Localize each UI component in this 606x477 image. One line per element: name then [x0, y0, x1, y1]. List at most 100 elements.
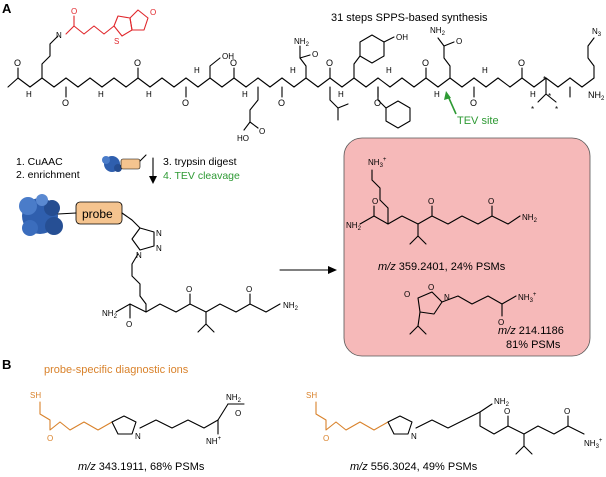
svg-text:O: O — [246, 285, 252, 294]
svg-text:NH3+: NH3+ — [518, 292, 537, 304]
diagnostic-ion-1: SH O N NH2 NH+ O — [30, 391, 245, 446]
oxygen-atom: O — [62, 98, 69, 108]
svg-text:NH2: NH2 — [294, 37, 310, 48]
svg-text:N: N — [156, 229, 162, 238]
probe-tag-icon — [120, 158, 141, 170]
oxygen-atom: O — [278, 98, 285, 108]
oxygen-atom: O — [422, 58, 429, 68]
step-4-label: 4. TEV cleavage — [163, 170, 240, 182]
leucine-sidechain — [329, 86, 349, 121]
lysine-biotin-sidechain: N O S O — [41, 7, 156, 79]
section-b-title: probe-specific diagnostic ions — [44, 364, 189, 376]
svg-text:O: O — [312, 50, 318, 59]
svg-text:NH2: NH2 — [346, 221, 362, 232]
valine-sidechain: * * * * — [531, 75, 558, 114]
protein-probe-conjugate: probe — [19, 194, 141, 236]
fragment-2-psm-label: 81% PSMs — [506, 339, 561, 351]
oxygen-atom: O — [470, 98, 477, 108]
svg-text:O: O — [488, 197, 494, 206]
fragment-1-mass-label: m/z 359.2401, 24% PSMs — [378, 261, 506, 273]
amide-h-label: H — [26, 90, 32, 99]
threonine-sidechain: OH — [209, 52, 234, 79]
svg-text:O: O — [564, 407, 570, 416]
oxygen-atom: O — [326, 58, 333, 68]
svg-text:N3: N3 — [592, 27, 602, 38]
svg-text:*: * — [531, 105, 534, 114]
svg-text:O: O — [150, 8, 156, 17]
amide-h-label: H — [482, 66, 488, 75]
phenylalanine-sidechain — [377, 86, 411, 129]
svg-text:O: O — [323, 434, 329, 443]
sulfur-atom: S — [114, 37, 119, 46]
tyrosine-sidechain: OH — [353, 33, 408, 79]
c-terminal-nh2: NH2 — [588, 90, 605, 102]
tev-arrow-shaft — [447, 95, 457, 115]
ion-1-mass-label: m/z 343.1911, 68% PSMs — [78, 461, 205, 473]
amide-h-label: H — [290, 66, 296, 75]
amide-h-label: H — [386, 66, 392, 75]
svg-text:N: N — [136, 251, 142, 260]
svg-text:N: N — [411, 432, 417, 441]
amide-h-label: H — [98, 90, 104, 99]
synthesis-title: 31 steps SPPS-based synthesis — [331, 12, 488, 24]
steps-arrow-head — [149, 176, 157, 184]
step-1-label: 1. CuAAC — [16, 156, 63, 168]
svg-text:NH2: NH2 — [102, 309, 118, 320]
left-tetrapeptide: O O O NH2 NH2 — [102, 285, 299, 333]
oxygen-atom: O — [182, 98, 189, 108]
svg-text:NH2: NH2 — [430, 26, 446, 37]
amide-h-label: H — [194, 66, 200, 75]
svg-text:*: * — [548, 92, 551, 101]
amide-h-label: H — [338, 90, 344, 99]
fragment-1-structure: NH3+ O O O NH2 NH2 — [346, 157, 538, 245]
svg-text:O: O — [126, 320, 132, 329]
asparagine-sidechain: NH2 O — [294, 37, 318, 79]
tev-site-label: TEV site — [457, 115, 499, 127]
svg-text:O: O — [498, 318, 504, 327]
oxygen-atom: O — [230, 58, 237, 68]
svg-text:N: N — [156, 244, 162, 253]
oxygen-atom: O — [14, 58, 21, 68]
svg-text:SH: SH — [306, 391, 317, 400]
svg-text:O: O — [428, 197, 434, 206]
svg-text:O: O — [428, 283, 434, 292]
svg-text:O: O — [235, 409, 241, 418]
protein-probe-icon-small — [102, 154, 147, 172]
cleavage-arrow-head — [328, 266, 337, 274]
tev-arrow-head — [444, 91, 451, 100]
ion-2-mass-label: m/z 556.3024, 49% PSMs — [350, 461, 478, 473]
svg-text:NH2: NH2 — [494, 397, 510, 408]
peptide-backbone — [7, 77, 595, 88]
svg-text:O: O — [456, 37, 462, 46]
oxygen-atom: O — [518, 58, 525, 68]
probe-label: probe — [82, 207, 113, 221]
svg-text:NH2: NH2 — [283, 301, 299, 312]
triazole-ring: N N N — [131, 227, 162, 260]
tev-fragment-box — [343, 137, 591, 357]
svg-text:NH2: NH2 — [522, 213, 538, 224]
glutamine-sidechain: NH2 O — [430, 26, 462, 79]
protein-icon — [19, 194, 63, 236]
amide-nh-labels: H H H H H H H H H H H — [26, 66, 536, 99]
amide-h-label: H — [434, 90, 440, 99]
panel-b-label: B — [2, 357, 11, 372]
svg-text:O: O — [372, 197, 378, 206]
svg-text:O: O — [259, 127, 265, 136]
svg-text:N: N — [444, 293, 450, 302]
svg-text:OH: OH — [396, 33, 408, 42]
oxygen-atom: O — [374, 98, 381, 108]
linker-chain — [131, 253, 141, 297]
step-3-label: 3. trypsin digest — [163, 156, 237, 168]
carbonyl-groups — [17, 67, 571, 98]
azido-lysine-sidechain: N3 — [587, 27, 602, 79]
svg-text:O: O — [47, 434, 53, 443]
fragment-2-mass-label: m/z 214.1186 — [498, 325, 564, 337]
carbonyl-oxygens: O O O O O O O O O O O — [14, 58, 525, 108]
svg-text:O: O — [71, 7, 77, 16]
svg-text:O: O — [504, 407, 510, 416]
amide-h-label: H — [242, 90, 248, 99]
fragment-2-oxazolone: O O N O NH3+ — [404, 283, 537, 335]
diagnostic-ion-2: SH O N NH2 O O NH3+ — [306, 391, 603, 455]
svg-text:O: O — [404, 290, 410, 299]
